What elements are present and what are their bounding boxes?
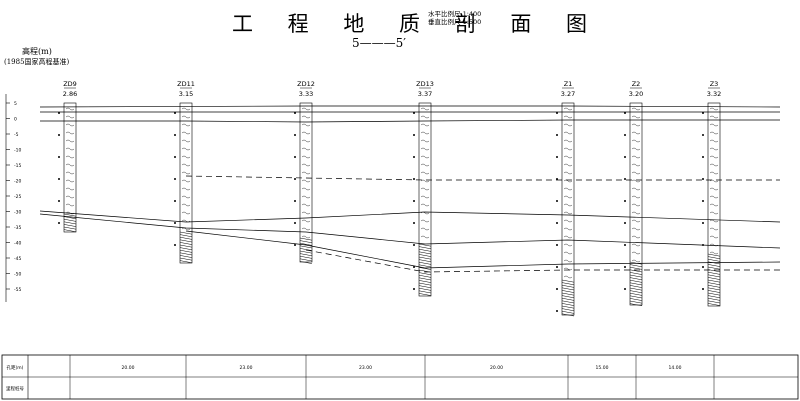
axis-tick-label: -25	[14, 194, 21, 200]
borehole-id: ZD11	[177, 80, 195, 88]
section-label: 5———5′	[352, 36, 406, 50]
axis-tick-label: -40	[14, 241, 21, 247]
axis-tick-label: 0	[14, 117, 17, 123]
stratum-line	[185, 230, 781, 269]
borehole-zd9: ZD9 2.86	[58, 80, 77, 233]
stratum-line	[305, 249, 780, 273]
borehole-elevation: 3.33	[299, 90, 313, 98]
borehole-columns: ZD9 2.86 ZD11 3.15 ZD12 3.33 ZD13 3.37 Z1 3.27 Z2 3…	[58, 80, 721, 317]
stratum-line	[39, 213, 781, 249]
spacing-value: 23.00	[359, 365, 372, 371]
elevation-datum: (1985国家高程基准)	[4, 58, 70, 66]
borehole-id: ZD9	[63, 80, 77, 88]
borehole-elevation: 3.20	[629, 90, 643, 98]
spacing-value: 20.00	[490, 365, 503, 371]
borehole-elevation: 3.32	[707, 90, 721, 98]
axis-tick-label: -20	[14, 179, 21, 185]
borehole-elevation: 2.86	[63, 90, 77, 98]
axis-tick-label: -55	[14, 287, 21, 293]
borehole-id: ZD12	[297, 80, 315, 88]
borehole-id: Z3	[710, 80, 719, 88]
axis-tick-label: -45	[14, 256, 21, 262]
borehole-id: ZD13	[416, 80, 434, 88]
elevation-axis: 5 0 -5 -10 -15 -20 -25 -30 -35 -40 -45 -50 -55	[5, 94, 21, 302]
spacing-value: 15.00	[596, 365, 609, 371]
bottom-table: 孔距(m) 里程桩号 20.00 23.00 23.00 20.00 15.00 14.00	[1, 354, 799, 400]
table-row-label: 里程桩号	[6, 385, 24, 392]
vertical-scale: 垂直比例尺 1:500	[428, 18, 482, 26]
borehole-elevation: 3.15	[179, 90, 193, 98]
axis-tick-label: -5	[14, 132, 19, 138]
axis-tick-label: 5	[14, 101, 17, 107]
borehole-zd11: ZD11 3.15	[174, 80, 195, 264]
borehole-zd13: ZD13 3.37	[413, 80, 434, 297]
borehole-elevation: 3.27	[561, 90, 575, 98]
borehole-z2: Z2 3.20	[624, 80, 643, 307]
table-row-label: 孔距(m)	[7, 364, 24, 371]
borehole-elevation: 3.37	[418, 90, 432, 98]
spacing-value: 20.00	[122, 365, 135, 371]
axis-tick-label: -30	[14, 210, 21, 216]
elevation-axis-label: 高程(m)	[22, 47, 52, 56]
drawing-title: 工 程 地 质 剖 面 图	[232, 12, 602, 36]
stratum-boundaries	[39, 105, 781, 273]
axis-tick-label: -15	[14, 163, 21, 169]
scale-note: 水平比例尺 1:400 垂直比例尺 1:500	[428, 10, 481, 26]
borehole-z3: Z3 3.32	[702, 80, 721, 307]
borehole-id: Z1	[564, 80, 573, 88]
stratum-line	[185, 175, 780, 181]
stratum-line	[39, 105, 781, 108]
borehole-id: Z2	[632, 80, 641, 88]
spacing-value: 14.00	[669, 365, 682, 371]
axis-tick-label: -10	[14, 148, 21, 154]
spacing-value: 23.00	[240, 365, 253, 371]
borehole-zd12: ZD12 3.33	[294, 80, 315, 264]
borehole-z1: Z1 3.27	[556, 80, 575, 317]
axis-tick-label: -35	[14, 225, 21, 231]
axis-tick-label: -50	[14, 272, 21, 278]
stratum-line	[40, 119, 780, 123]
horizontal-scale: 水平比例尺 1:400	[428, 10, 482, 18]
stratum-line	[39, 210, 781, 223]
